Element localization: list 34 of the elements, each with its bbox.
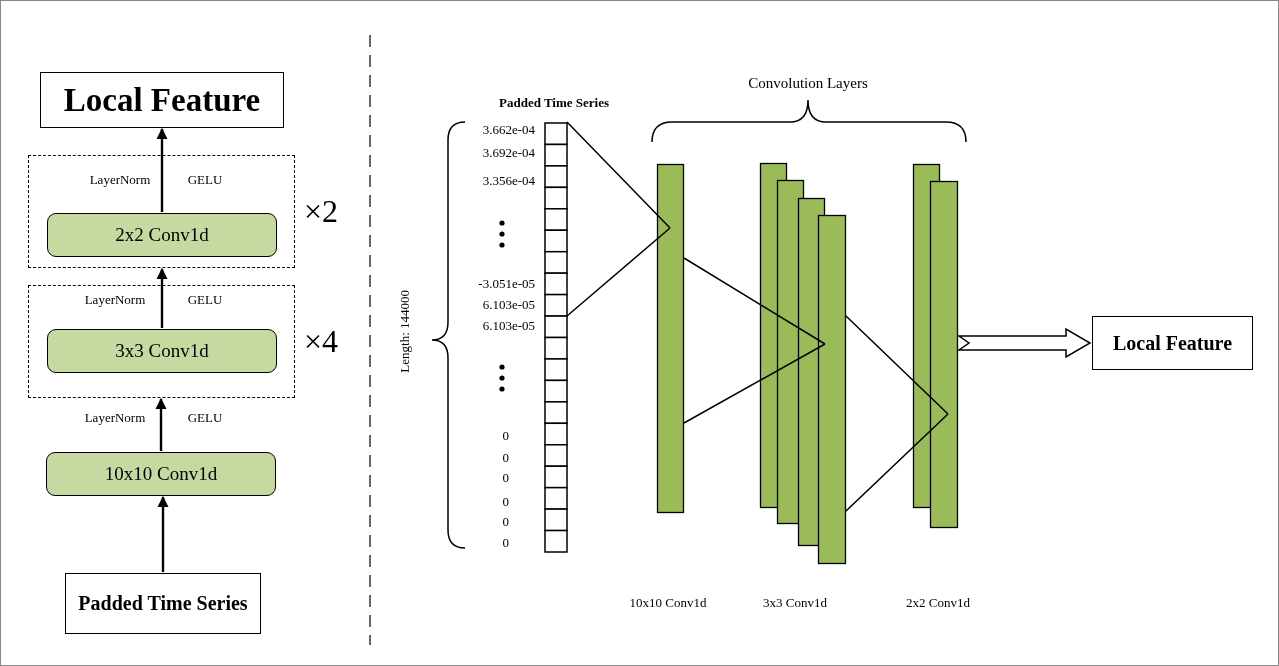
repeat-count: ×4 — [304, 324, 339, 357]
layer-caption: 2x2 Conv1d — [905, 596, 971, 609]
length-label: Length: 144000 — [398, 290, 411, 373]
value-label: 6.103e-05 — [481, 298, 535, 311]
value-label: 0 — [501, 429, 509, 442]
layer-box: 3x3 Conv1d — [47, 329, 277, 373]
value-label: 0 — [501, 471, 509, 484]
input-box: Padded Time Series — [65, 573, 261, 634]
value-label: 0 — [501, 536, 509, 549]
layer-box: 2x2 Conv1d — [47, 213, 277, 257]
arrow — [155, 397, 167, 451]
repeat-count: ×2 — [304, 194, 339, 227]
value-label: 3.356e-04 — [481, 174, 535, 187]
block-arrow — [956, 327, 1092, 359]
output-box: Local Feature — [40, 72, 284, 128]
layer-box: 10x10 Conv1d — [46, 452, 276, 496]
layer-caption: 3x3 Conv1d — [762, 596, 828, 609]
column-heading: Padded Time Series — [498, 96, 610, 109]
value-label: 0 — [501, 515, 509, 528]
output-box: Local Feature — [1092, 316, 1253, 370]
layer-caption: 10x10 Conv1d — [628, 596, 708, 609]
connector-line — [566, 121, 671, 317]
value-label: -3.051e-05 — [477, 277, 535, 290]
connector-line — [845, 315, 949, 512]
value-label: 3.692e-04 — [481, 146, 535, 159]
value-label: 6.103e-05 — [481, 319, 535, 332]
value-label: 0 — [501, 451, 509, 464]
value-label: 0 — [501, 495, 509, 508]
arrow — [157, 495, 169, 572]
value-label: 3.662e-04 — [481, 123, 535, 136]
arrow — [156, 127, 168, 212]
arrow — [156, 267, 168, 328]
group-label: Convolution Layers — [747, 76, 869, 91]
connector-line — [683, 257, 826, 424]
